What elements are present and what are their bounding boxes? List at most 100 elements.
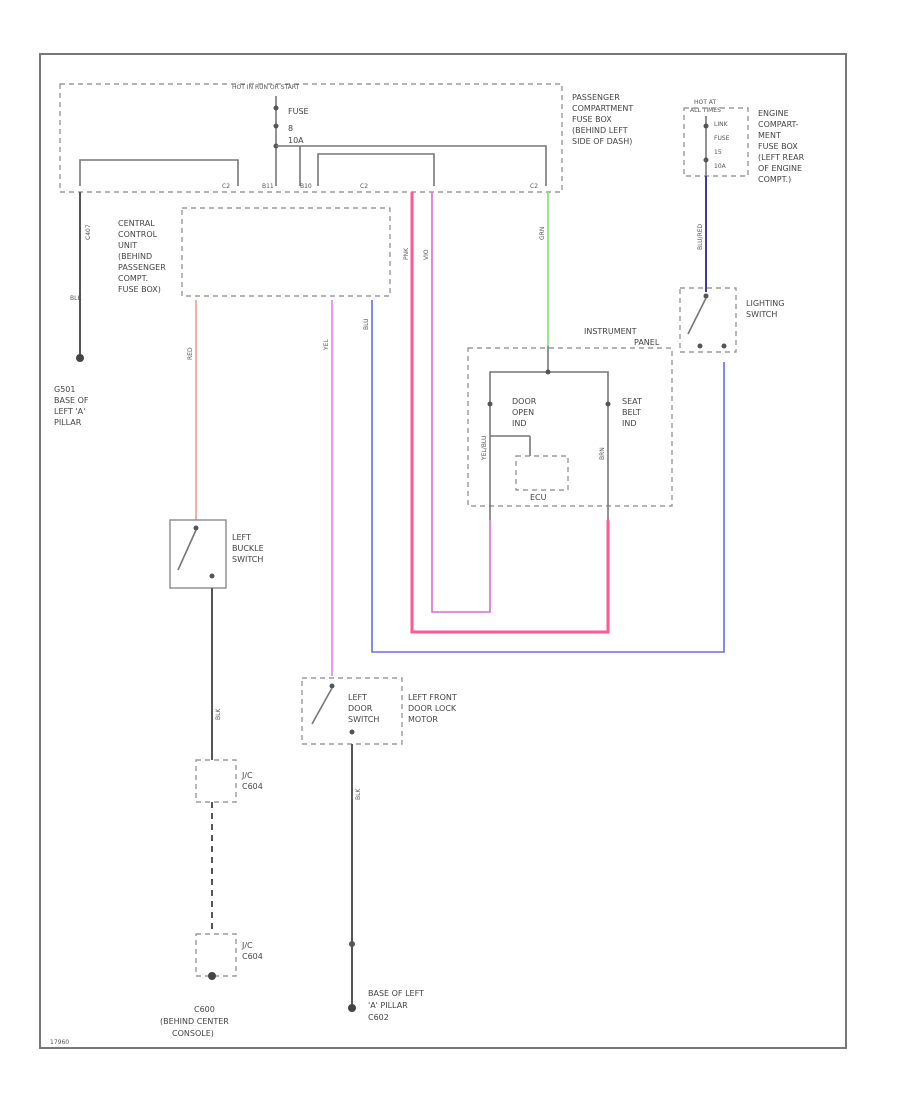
wire-label-pnk: PNK — [403, 247, 410, 260]
wire-label-brn: BRN — [599, 447, 606, 460]
svg-text:FUSE: FUSE — [714, 135, 730, 142]
svg-text:ENGINE: ENGINE — [758, 109, 789, 118]
svg-text:CONSOLE): CONSOLE) — [172, 1029, 214, 1038]
wire-label-grn: GRN — [539, 227, 546, 240]
left-buckle-switch-label-3: SWITCH — [232, 555, 263, 564]
fuse-8: FUSE 8 10A — [273, 96, 309, 186]
svg-text:(BEHIND LEFT: (BEHIND LEFT — [572, 126, 628, 135]
jc-c604-bottom-label: J/C — [241, 941, 253, 950]
diagram-frame — [39, 53, 847, 1049]
wire-label-yellow: YEL — [323, 339, 330, 351]
svg-text:SIDE OF DASH): SIDE OF DASH) — [572, 137, 632, 146]
jc-c604-top-label-2: C604 — [242, 782, 263, 791]
instrument-panel-box — [467, 347, 673, 507]
svg-text:CENTRAL: CENTRAL — [118, 219, 155, 228]
wire-label-yel-blu: YEL/BLU — [481, 436, 488, 461]
svg-text:10A: 10A — [288, 136, 304, 145]
svg-text:C2: C2 — [360, 183, 368, 190]
seat-belt-indicator: SEAT BELT IND — [605, 397, 642, 428]
svg-text:(BEHIND: (BEHIND — [118, 252, 152, 261]
left-buckle-switch-label-2: BUCKLE — [232, 544, 264, 553]
left-buckle-switch-box — [169, 519, 227, 589]
svg-text:IND: IND — [622, 419, 637, 428]
wire-blue — [371, 300, 725, 653]
hot-at-all-times: HOT AT — [694, 99, 716, 106]
connector-c407: C407 — [85, 224, 92, 240]
lighting-switch-label-2: SWITCH — [746, 310, 777, 319]
svg-text:SEAT: SEAT — [622, 397, 642, 406]
svg-text:LINK: LINK — [714, 121, 729, 128]
passenger-fuse-box — [59, 83, 563, 193]
central-control-unit-label: CENTRAL CONTROL UNIT (BEHIND PASSENGER C… — [118, 219, 166, 294]
svg-text:B11: B11 — [262, 183, 274, 190]
passenger-fuse-box-label: PASSENGER COMPARTMENT FUSE BOX (BEHIND L… — [572, 93, 633, 146]
ground-g501-point — [76, 354, 84, 362]
svg-text:UNIT: UNIT — [118, 241, 137, 250]
svg-text:PASSENGER: PASSENGER — [118, 263, 166, 272]
instrument-panel-label: INSTRUMENT — [584, 327, 637, 336]
hot-at-all-times-2: ALL TIMES — [690, 107, 721, 114]
svg-text:(BEHIND CENTER: (BEHIND CENTER — [160, 1017, 229, 1026]
fuse-box-pins: C2 B11 B10 C2 C2 — [222, 183, 538, 190]
svg-text:(LEFT REAR: (LEFT REAR — [758, 153, 805, 162]
jc-c604-top-box — [195, 759, 237, 803]
lighting-switch-box — [679, 287, 737, 353]
ground-c600-point — [208, 972, 216, 980]
instrument-panel-label-2: PANEL — [634, 338, 660, 347]
ecu-box — [515, 455, 569, 491]
svg-text:G501: G501 — [54, 385, 75, 394]
svg-text:'A' PILLAR: 'A' PILLAR — [368, 1001, 408, 1010]
door-lock-motor-label-2: DOOR LOCK — [408, 704, 457, 713]
svg-text:FUSE: FUSE — [288, 107, 309, 116]
wire-label-blk-1: BLK — [70, 295, 82, 302]
svg-text:BELT: BELT — [622, 408, 641, 417]
wire-pink — [410, 192, 610, 634]
ground-g501-label: G501 BASE OF LEFT 'A' PILLAR — [54, 385, 89, 427]
wire-label-blk-2: BLK — [215, 708, 222, 720]
svg-text:C602: C602 — [368, 1013, 389, 1022]
svg-text:COMPT.): COMPT.) — [758, 175, 791, 184]
left-buckle-switch — [177, 525, 215, 579]
wire-label-blk-3: BLK — [355, 788, 362, 800]
left-buckle-switch-label: LEFT — [232, 533, 251, 542]
svg-text:10A: 10A — [714, 163, 727, 170]
left-door-switch-label: LEFT — [348, 693, 367, 702]
wire-label-red: RED — [187, 347, 194, 360]
splice-point — [349, 941, 355, 947]
wire-label-vio: VIO — [423, 249, 430, 260]
svg-text:DOOR: DOOR — [512, 397, 537, 406]
left-door-switch-label-3: SWITCH — [348, 715, 379, 724]
svg-text:MENT: MENT — [758, 131, 781, 140]
jc-c604-top-label: J/C — [241, 771, 253, 780]
svg-text:PILLAR: PILLAR — [54, 418, 82, 427]
jc-c604-bottom-box — [195, 933, 237, 977]
door-lock-motor-label: LEFT FRONT — [408, 693, 457, 702]
svg-text:CONTROL: CONTROL — [118, 230, 158, 239]
svg-text:FUSE BOX: FUSE BOX — [572, 115, 612, 124]
svg-text:FUSE BOX: FUSE BOX — [758, 142, 798, 151]
ecu-label: ECU — [530, 493, 547, 502]
svg-text:BASE OF: BASE OF — [54, 396, 89, 405]
svg-text:COMPT.: COMPT. — [118, 274, 148, 283]
svg-text:LEFT 'A': LEFT 'A' — [54, 407, 85, 416]
svg-text:C600: C600 — [194, 1005, 215, 1014]
door-lock-motor-label-3: MOTOR — [408, 715, 438, 724]
svg-text:15: 15 — [714, 149, 722, 156]
link-fuse-15: LINK FUSE 15 10A — [703, 116, 730, 176]
svg-text:8: 8 — [288, 124, 293, 133]
fuse-box-header: HOT IN RUN OR START — [232, 84, 300, 91]
footer-code: 17960 — [50, 1039, 69, 1046]
ground-c602-label: BASE OF LEFT 'A' PILLAR C602 — [368, 989, 424, 1022]
jc-c604-bottom-label-2: C604 — [242, 952, 263, 961]
svg-text:C2: C2 — [222, 183, 230, 190]
wire-violet — [431, 192, 491, 613]
svg-text:COMPARTMENT: COMPARTMENT — [572, 104, 633, 113]
door-open-indicator: DOOR OPEN IND — [487, 397, 537, 428]
engine-fuse-box-label: ENGINE COMPART- MENT FUSE BOX (LEFT REAR… — [758, 109, 805, 184]
svg-text:OF ENGINE: OF ENGINE — [758, 164, 802, 173]
ground-c602-point — [348, 1004, 356, 1012]
svg-text:C2: C2 — [530, 183, 538, 190]
svg-text:OPEN: OPEN — [512, 408, 534, 417]
svg-text:COMPART-: COMPART- — [758, 120, 799, 129]
